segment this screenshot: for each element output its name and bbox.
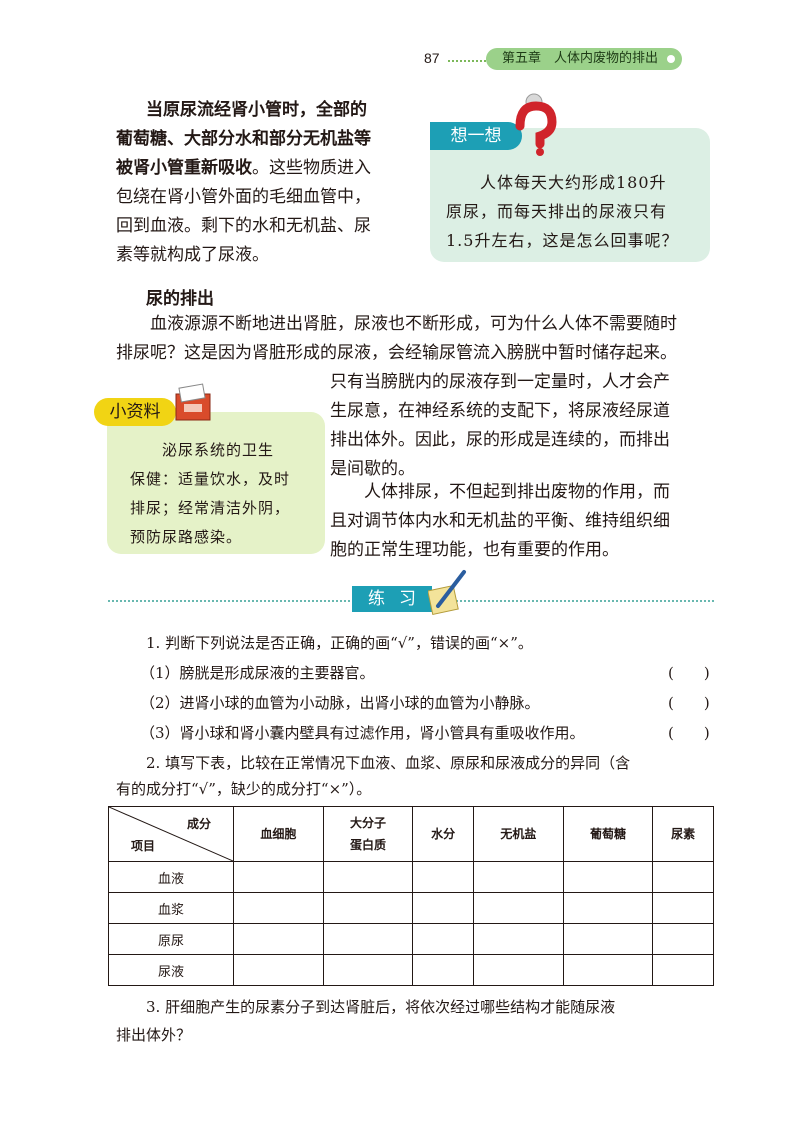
row-label: 原尿	[108, 923, 234, 955]
body-line: 胞的正常生理功能，也有重要的作用。	[330, 540, 619, 560]
answer-cell[interactable]	[652, 892, 714, 924]
info-line: 预防尿路感染。	[130, 528, 243, 546]
info-text: 泌尿系统的卫生 保健：适量饮水，及时 排尿；经常清洁外阴， 预防尿路感染。	[130, 436, 318, 552]
body-line: 且对调节体内水和无机盐的平衡、维持组织细	[330, 511, 670, 531]
intro-line: 回到血液。剩下的水和无机盐、尿	[116, 216, 371, 236]
header-dotted-rule	[448, 60, 486, 62]
body-line: 人体排尿，不但起到排出废物的作用，而	[330, 482, 670, 502]
composition-table: 成分 项目 血细胞 大分子 蛋白质 水分 无机盐 葡萄糖 尿素 血液 血浆 原尿…	[108, 806, 714, 986]
table-row: 原尿	[108, 923, 714, 955]
table-row: 血液	[108, 861, 714, 893]
think-title: 想一想	[430, 122, 522, 150]
answer-cell[interactable]	[562, 861, 654, 893]
answer-blank-2[interactable]: ( )	[668, 694, 710, 712]
info-title: 小资料	[94, 398, 176, 426]
think-line: 原尿，而每天排出的尿液只有	[446, 202, 668, 221]
section-paragraph-3: 人体排尿，不但起到排出废物的作用，而 且对调节体内水和无机盐的平衡、维持组织细 …	[330, 478, 720, 565]
table-header-row: 成分 项目 血细胞 大分子 蛋白质 水分 无机盐 葡萄糖 尿素	[108, 806, 714, 862]
question-1: 1. 判断下列说法是否正确，正确的画“√”，错误的画“×”。	[146, 634, 533, 652]
answer-cell[interactable]	[472, 892, 564, 924]
column-header-line: 蛋白质	[350, 838, 387, 852]
answer-cell[interactable]	[322, 923, 414, 955]
answer-cell[interactable]	[472, 954, 564, 986]
question-2-line: 2. 填写下表，比较在正常情况下血液、血浆、原尿和尿液成分的异同（含	[146, 754, 631, 772]
think-text: 人体每天大约形成180升 原尿，而每天排出的尿液只有 1.5升左右，这是怎么回事…	[446, 168, 700, 255]
intro-bold-line: 被肾小管重新吸收	[116, 158, 252, 178]
column-header-line: 大分子	[350, 816, 387, 830]
body-line: 排出体外。因此，尿的形成是连续的，而排出	[330, 430, 670, 450]
table-row: 尿液	[108, 954, 714, 986]
answer-cell[interactable]	[412, 861, 474, 893]
answer-cell[interactable]	[472, 861, 564, 893]
intro-line: 包绕在肾小管外面的毛细血管中，	[116, 187, 371, 207]
answer-cell[interactable]	[233, 954, 324, 986]
intro-paragraph: 当原尿流经肾小管时，全部的 葡萄糖、大部分水和部分无机盐等 被肾小管重新吸收。这…	[116, 96, 408, 270]
section-paragraph-2: 只有当膀胱内的尿液存到一定量时，人才会产 生尿意，在神经系统的支配下，将尿液经尿…	[330, 368, 720, 484]
info-box	[107, 412, 325, 554]
corner-label-item: 项目	[131, 839, 156, 853]
column-header: 大分子 蛋白质	[322, 806, 414, 862]
body-line: 生尿意，在神经系统的支配下，将尿液经尿道	[330, 401, 670, 421]
answer-blank-1[interactable]: ( )	[668, 664, 710, 682]
column-header: 尿素	[652, 806, 714, 862]
answer-cell[interactable]	[233, 923, 324, 955]
question-figure-icon	[515, 93, 557, 156]
table-row: 血浆	[108, 892, 714, 924]
body-line: 血液源源不断地进出肾脏，尿液也不断形成，可为什么人体不需要随时	[116, 314, 677, 334]
answer-cell[interactable]	[322, 861, 414, 893]
section-paragraph-1: 血液源源不断地进出肾脏，尿液也不断形成，可为什么人体不需要随时 排尿呢？这是因为…	[116, 310, 726, 368]
think-box	[430, 128, 710, 262]
intro-bold-line: 当原尿流经肾小管时，全部的	[146, 100, 367, 120]
answer-cell[interactable]	[652, 954, 714, 986]
row-label: 血液	[108, 861, 234, 893]
row-label: 血浆	[108, 892, 234, 924]
info-line: 泌尿系统的卫生	[130, 441, 275, 459]
answer-cell[interactable]	[652, 923, 714, 955]
column-header: 水分	[412, 806, 474, 862]
answer-cell[interactable]	[322, 892, 414, 924]
answer-cell[interactable]	[652, 861, 714, 893]
answer-cell[interactable]	[562, 892, 654, 924]
answer-cell[interactable]	[233, 892, 324, 924]
chapter-title: 第五章 人体内废物的排出	[502, 51, 659, 66]
column-header: 无机盐	[472, 806, 564, 862]
body-line: 是间歇的。	[330, 459, 415, 479]
header-dot	[667, 55, 675, 63]
answer-cell[interactable]	[412, 923, 474, 955]
column-header: 血细胞	[233, 806, 324, 862]
corner-label-component: 成分	[186, 817, 211, 831]
answer-cell[interactable]	[412, 892, 474, 924]
intro-line: 。这些物质进入	[252, 158, 371, 178]
row-label: 尿液	[108, 954, 234, 986]
statement-1: （1）膀胱是形成尿液的主要器官。	[140, 664, 375, 682]
body-line: 排尿呢？这是因为肾脏形成的尿液，会经输尿管流入膀胱中暂时储存起来。	[116, 343, 677, 363]
body-line: 只有当膀胱内的尿液存到一定量时，人才会产	[330, 372, 670, 392]
question-3-line: 3. 肝细胞产生的尿素分子到达肾脏后，将依次经过哪些结构才能随尿液	[146, 998, 616, 1016]
table-corner-cell: 成分 项目	[108, 806, 234, 862]
answer-cell[interactable]	[233, 861, 324, 893]
answer-cell[interactable]	[322, 954, 414, 986]
question-2-line: 有的成分打“√”，缺少的成分打“×”）。	[116, 780, 372, 798]
think-line: 1.5升左右，这是怎么回事呢？	[446, 231, 679, 250]
page-number: 87	[424, 50, 440, 66]
think-line: 人体每天大约形成180升	[446, 173, 667, 192]
answer-blank-3[interactable]: ( )	[668, 724, 710, 742]
info-line: 排尿；经常清洁外阴，	[130, 499, 291, 517]
pen-notepad-icon	[428, 570, 466, 616]
question-3-line: 排出体外？	[116, 1026, 192, 1044]
info-line: 保健：适量饮水，及时	[130, 470, 291, 488]
statement-3: （3）肾小球和肾小囊内壁具有过滤作用，肾小管具有重吸收作用。	[140, 724, 585, 742]
section-title: 尿的排出	[146, 289, 214, 309]
column-header: 葡萄糖	[562, 806, 654, 862]
answer-cell[interactable]	[562, 923, 654, 955]
file-box-icon	[175, 383, 211, 421]
chapter-header: 第五章 人体内废物的排出	[486, 48, 682, 70]
answer-cell[interactable]	[472, 923, 564, 955]
statement-2: （2）进肾小球的血管为小动脉，出肾小球的血管为小静脉。	[140, 694, 540, 712]
intro-line: 素等就构成了尿液。	[116, 245, 269, 265]
answer-cell[interactable]	[412, 954, 474, 986]
exercise-title: 练习	[352, 586, 432, 612]
intro-bold-line: 葡萄糖、大部分水和部分无机盐等	[116, 129, 371, 149]
answer-cell[interactable]	[562, 954, 654, 986]
